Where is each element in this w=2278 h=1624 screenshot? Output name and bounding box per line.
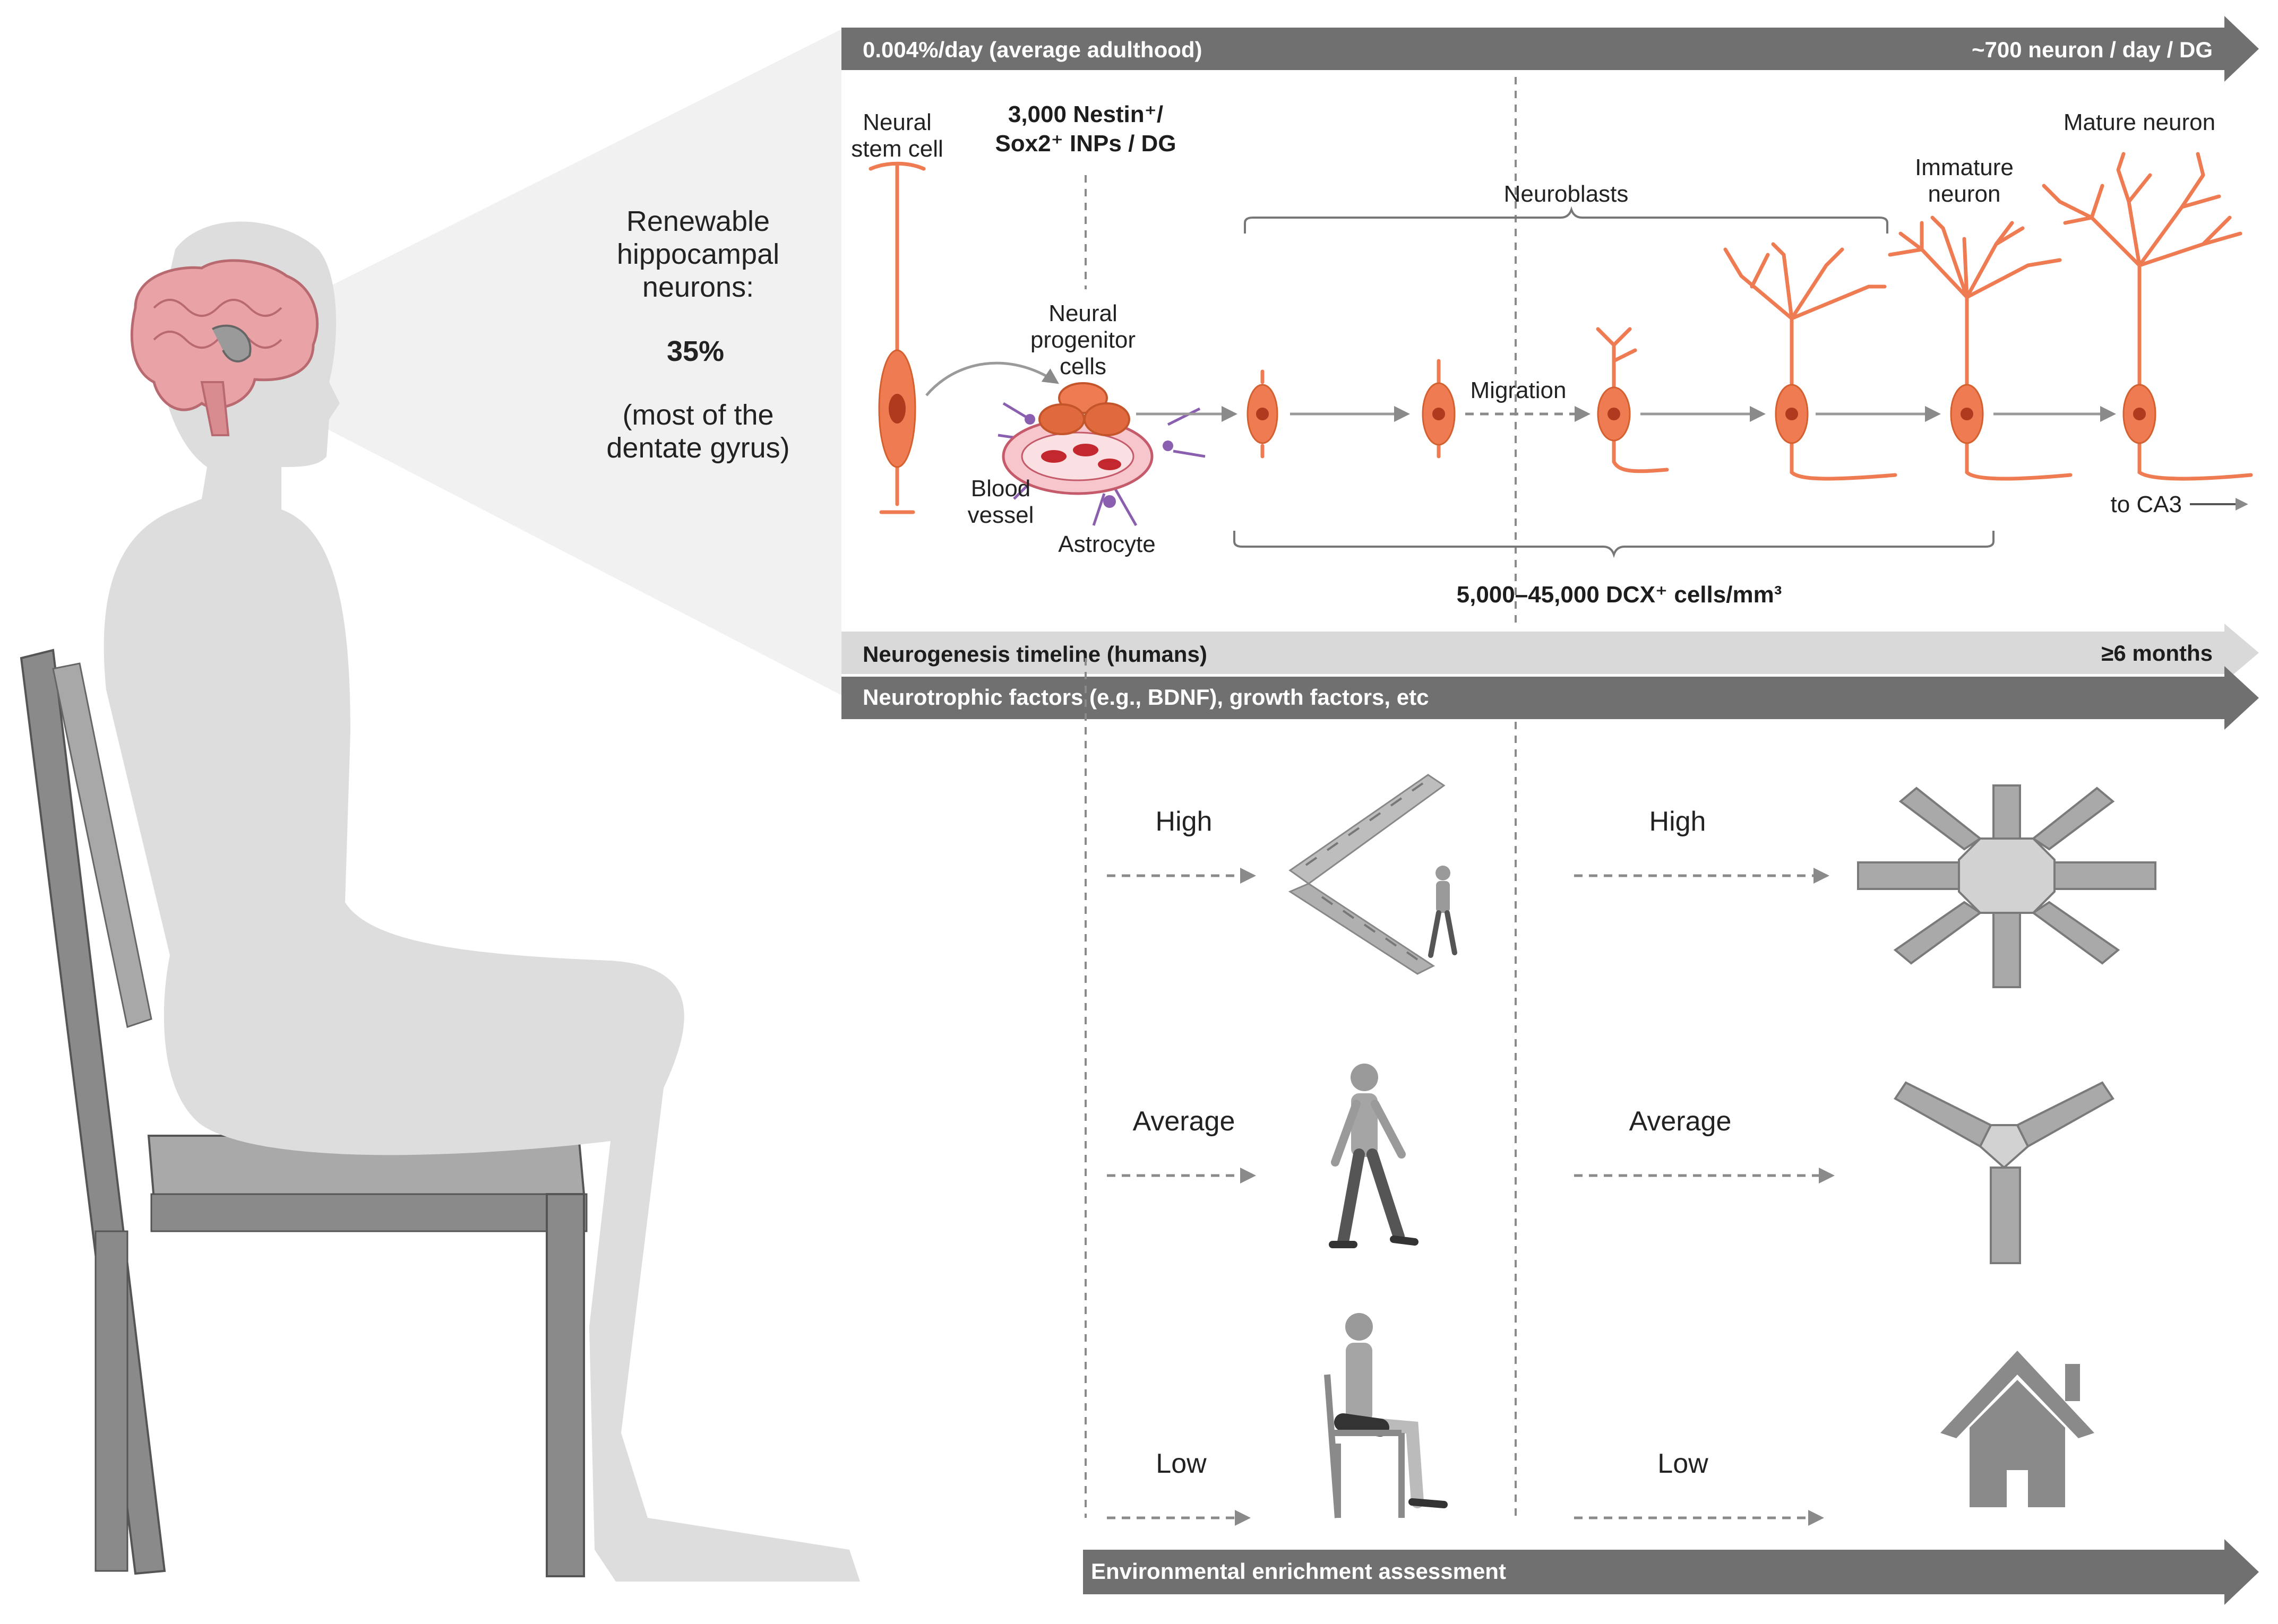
neural-stem-cell: Neural stem cell — [851, 109, 943, 514]
walking-person-icon — [1329, 1064, 1419, 1248]
neuroblast-3 — [1596, 327, 1669, 473]
timeline-right-label: ≥6 months — [2101, 641, 2213, 666]
mature-label: Mature neuron — [2064, 109, 2215, 135]
dcx-label: 5,000–45,000 DCX⁺ cells/mm³ — [1457, 582, 1782, 608]
neuroblasts-brace — [1244, 206, 1888, 234]
npc-label-2: progenitor — [1030, 327, 1136, 353]
neuroblast-1 — [1247, 369, 1278, 459]
environment-low-label: Low — [1657, 1448, 1708, 1479]
neurotrophic-factors-bar: Neurotrophic factors (e.g., BDNF), growt… — [841, 666, 2259, 730]
top-rate-right-label: ~700 neuron / day / DG — [1972, 37, 2213, 62]
brain-icon — [130, 259, 319, 436]
migration-label: Migration — [1471, 377, 1567, 403]
renewable-neurons-panel: Renewable hippocampal neurons: 35% (most… — [606, 205, 789, 464]
neuroblast-2 — [1422, 359, 1456, 459]
environment-high-label: High — [1649, 806, 1706, 837]
environmental-enrichment-bar: Environmental enrichment assessment — [1083, 1539, 2259, 1605]
to-ca3-label: to CA3 — [2110, 491, 2182, 517]
nsc-label-1: Neural — [863, 109, 932, 135]
house-icon — [1940, 1351, 2094, 1507]
stairs-icon — [1288, 774, 1457, 975]
top-rate-left-label: 0.004%/day (average adulthood) — [863, 37, 1202, 62]
immature-label-2: neuron — [1928, 181, 2000, 207]
view-cone — [319, 29, 841, 695]
physical-average-label: Average — [1133, 1106, 1235, 1137]
chair-icon — [20, 649, 588, 1577]
nestin-label-1: 3,000 Nestin⁺/ — [1008, 101, 1163, 127]
physical-high-label: High — [1156, 806, 1213, 837]
npc-label-1: Neural — [1048, 300, 1117, 326]
nestin-label-2: Sox2⁺ INPs / DG — [995, 131, 1176, 157]
neuroblast-4 — [1723, 242, 1897, 481]
person-silhouette — [104, 221, 861, 1582]
renewable-line2: hippocampal — [617, 238, 779, 270]
y-maze-icon — [1894, 1081, 2114, 1264]
renewable-percent: 35% — [667, 335, 724, 367]
immature-label-1: Immature — [1915, 154, 2014, 180]
astrocyte-label: Astrocyte — [1058, 531, 1155, 557]
neurotrophic-label: Neurotrophic factors (e.g., BDNF), growt… — [863, 685, 1429, 710]
neuroblasts-label: Neuroblasts — [1504, 181, 1629, 207]
sitting-person-icon — [1324, 1313, 1448, 1518]
renewable-line5: dentate gyrus) — [606, 432, 789, 464]
stem-to-progenitor-arrow — [925, 361, 1059, 396]
timeline-left-label: Neurogenesis timeline (humans) — [863, 642, 1207, 667]
environment-average-label: Average — [1629, 1106, 1732, 1137]
radial-maze-icon — [1857, 784, 2156, 988]
neurogenesis-timeline-bar: Neurogenesis timeline (humans) ≥6 months — [841, 624, 2259, 682]
mature-neuron: Mature neuron — [2042, 109, 2253, 481]
blood-vessel-label-1: Blood — [971, 476, 1031, 502]
dcx-brace — [1233, 531, 1995, 558]
physical-low-label: Low — [1156, 1448, 1207, 1479]
nsc-label-2: stem cell — [851, 136, 943, 162]
renewable-line3: neurons: — [642, 271, 754, 303]
environmental-label: Environmental enrichment assessment — [1091, 1559, 1506, 1584]
immature-neuron: Immature neuron — [1888, 154, 2073, 481]
renewable-line1: Renewable — [626, 205, 770, 237]
renewable-line4: (most of the — [622, 399, 773, 431]
blood-vessel-label-2: vessel — [968, 502, 1034, 528]
progenitor-niche: Neural progenitor cells Blood vessel Ast… — [968, 300, 1206, 557]
top-rate-bar: 0.004%/day (average adulthood) ~700 neur… — [841, 16, 2259, 82]
npc-label-3: cells — [1060, 353, 1106, 379]
